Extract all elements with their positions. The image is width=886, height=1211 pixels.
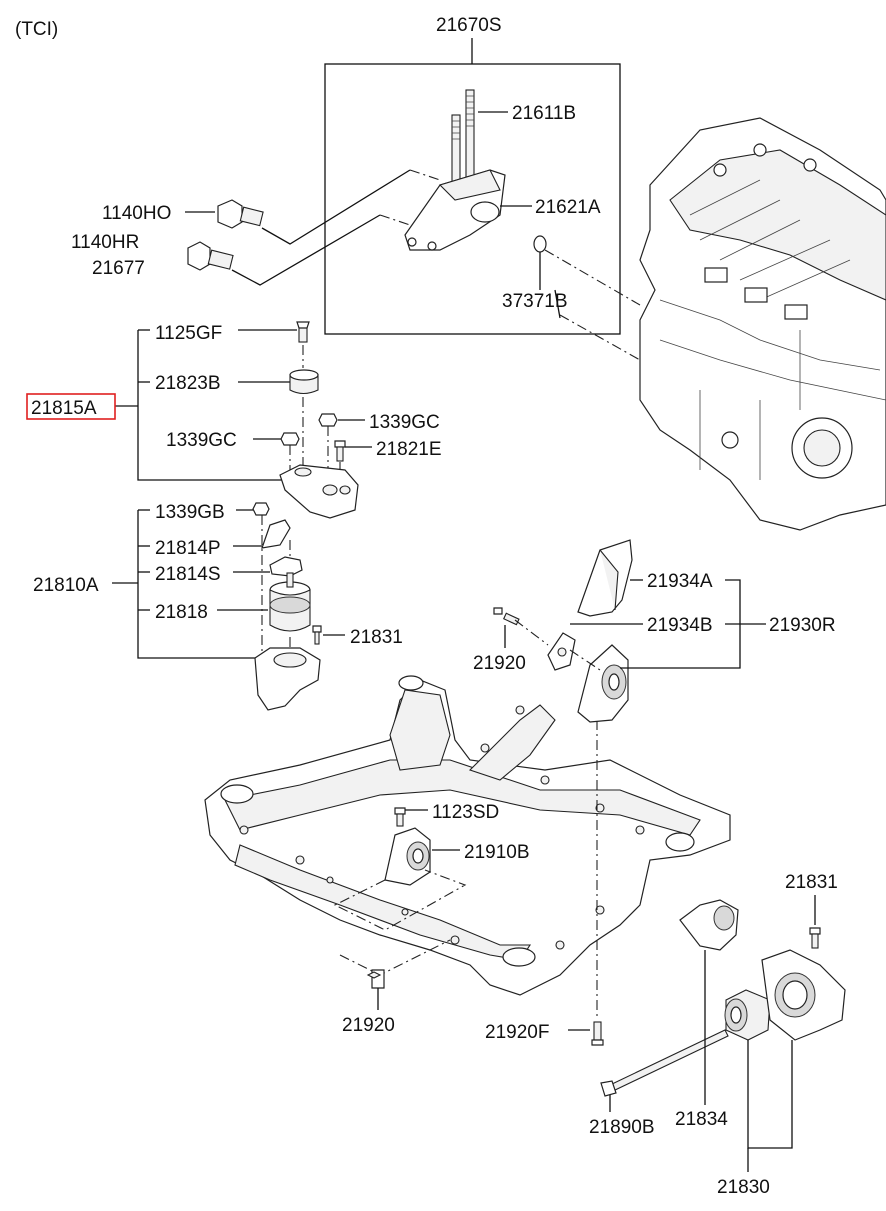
label-1123SD: 1123SD — [432, 802, 499, 823]
engine-block-drawing — [639, 117, 886, 531]
label-21830: 21830 — [717, 1177, 770, 1198]
label-1339GB: 1339GB — [155, 502, 225, 523]
label-1140HR: 1140HR — [71, 232, 139, 253]
mount-21910B-drawing — [333, 807, 467, 976]
label-21821E: 21821E — [376, 439, 442, 460]
label-21814S: 21814S — [155, 564, 221, 585]
label-21611B: 21611B — [512, 103, 576, 124]
label-21621A: 21621A — [535, 197, 601, 218]
label-21930R: 21930R — [769, 615, 836, 636]
label-21910B: 21910B — [464, 842, 530, 863]
label-21890B: 21890B — [589, 1117, 655, 1138]
label-21677: 21677 — [92, 258, 145, 279]
label-21814P: 21814P — [155, 538, 221, 559]
group-21815A-bracket — [115, 321, 372, 519]
label-21920F: 21920F — [485, 1022, 549, 1043]
washer-drawing — [533, 235, 547, 253]
group-21830-rear-mount — [600, 899, 846, 1097]
highlight-frame-21815A — [26, 393, 116, 420]
label-1125GF: 1125GF — [155, 323, 222, 344]
label-21818: 21818 — [155, 602, 208, 623]
label-21810A: 21810A — [33, 575, 99, 596]
variant-label: (TCI) — [15, 19, 58, 40]
label-21920-lower: 21920 — [342, 1015, 395, 1036]
label-21934B: 21934B — [647, 615, 713, 636]
group-21930R-mount — [493, 539, 633, 723]
engine-bracket-drawing — [404, 169, 506, 251]
stud-bolts-drawing — [451, 89, 475, 186]
subframe-drawing — [204, 675, 731, 996]
bolt-1140HR-drawing — [187, 241, 234, 271]
label-21834: 21834 — [675, 1109, 728, 1130]
label-21831-lower: 21831 — [785, 872, 838, 893]
bolt-21920F-drawing — [591, 680, 604, 1046]
label-21823B: 21823B — [155, 373, 221, 394]
label-1339GC-right: 1339GC — [369, 412, 440, 433]
label-37371B: 37371B — [502, 291, 568, 312]
label-21815A: 21815A — [31, 398, 97, 419]
label-21920-upper: 21920 — [473, 653, 526, 674]
group-21810A-engine-mount — [112, 502, 345, 711]
label-1339GC-left: 1339GC — [166, 430, 237, 451]
label-21670S: 21670S — [436, 15, 502, 36]
bolt-1140HO-drawing — [217, 199, 264, 229]
bracket-assembly-box — [324, 38, 621, 335]
label-21831-upper: 21831 — [350, 627, 403, 648]
bolt-21920-lower-drawing — [366, 969, 385, 989]
label-21934A: 21934A — [647, 571, 713, 592]
label-1140HO: 1140HO — [102, 203, 171, 224]
